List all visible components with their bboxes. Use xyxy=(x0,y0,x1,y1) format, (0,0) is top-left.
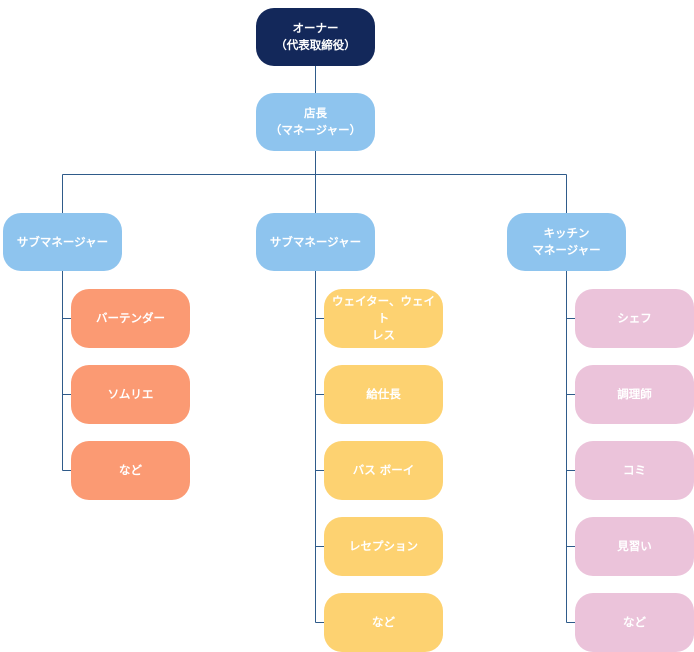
team-right-member: 見習い xyxy=(575,517,694,576)
team-right-member: シェフ xyxy=(575,289,694,348)
team-center-member: など xyxy=(324,593,443,652)
kitchen-manager-node: キッチン マネージャー xyxy=(507,213,626,271)
team-right-member: コミ xyxy=(575,441,694,500)
owner-node: オーナー （代表取締役） xyxy=(256,8,375,66)
team-right-member: など xyxy=(575,593,694,652)
sub-manager-node-left: サブマネージャー xyxy=(3,213,122,271)
team-center-member: レセプション xyxy=(324,517,443,576)
store-manager-node: 店長 （マネージャー） xyxy=(256,93,375,151)
team-left-member: ソムリエ xyxy=(71,365,190,424)
team-center-member: ウェイター、ウェイト レス xyxy=(324,289,443,348)
team-center-member: 給仕長 xyxy=(324,365,443,424)
sub-manager-node-center: サブマネージャー xyxy=(256,213,375,271)
team-left-member: バーテンダー xyxy=(71,289,190,348)
team-left-member: など xyxy=(71,441,190,500)
team-center-member: バス ボーイ xyxy=(324,441,443,500)
team-right-member: 調理師 xyxy=(575,365,694,424)
